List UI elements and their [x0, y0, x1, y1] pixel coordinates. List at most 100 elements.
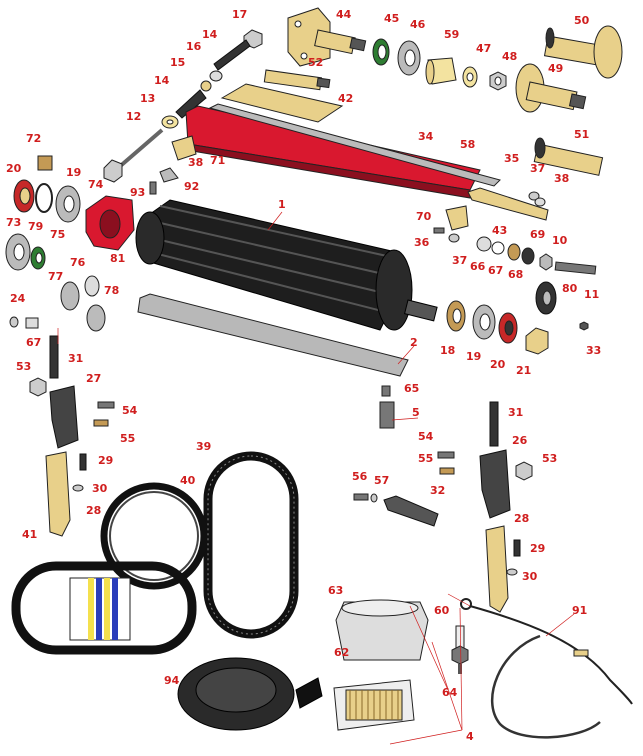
part-60-spark-plug: [451, 625, 469, 674]
label-part-17: 17: [232, 8, 247, 21]
label-part-1: 1: [278, 198, 286, 211]
label-part-2: 2: [410, 336, 418, 349]
label-part-81: 81: [110, 252, 125, 265]
label-part-36: 36: [414, 236, 430, 249]
part-72-bushing: [37, 155, 53, 171]
part-56-57-hardware: [353, 493, 378, 503]
part-5-spacer: [379, 401, 395, 429]
part-39-belt: [203, 451, 299, 639]
part-2-bedknife: [137, 293, 409, 377]
label-part-67-right: 67: [488, 264, 503, 277]
label-part-21: 21: [516, 364, 531, 377]
label-part-54-right: 54: [418, 430, 434, 443]
part-70-bracket: [445, 205, 469, 231]
part-49-flanged-shaft: [515, 63, 587, 113]
part-40-belt: [100, 482, 208, 590]
label-part-20-left: 20: [6, 162, 22, 175]
part-19-bearing-right: [472, 304, 496, 340]
label-part-52: 52: [308, 56, 323, 69]
part-24-67-spacer: [9, 316, 39, 329]
leader-lines: [57, 211, 575, 745]
part-34-bedbar: [185, 105, 481, 199]
part-91-cable: [460, 598, 633, 739]
label-part-4: 4: [466, 730, 474, 743]
label-part-49: 49: [548, 62, 563, 75]
label-part-71: 71: [210, 154, 225, 167]
part-46-bearing: [397, 40, 421, 76]
part-73-bearing: [5, 233, 31, 271]
label-part-30-right: 30: [522, 570, 538, 583]
label-part-91: 91: [572, 604, 587, 617]
label-part-80: 80: [562, 282, 578, 295]
label-part-55-right: 55: [418, 452, 433, 465]
label-part-20-right: 20: [490, 358, 506, 371]
part-41-belt: [11, 561, 197, 655]
label-part-33: 33: [586, 344, 601, 357]
label-part-50: 50: [574, 14, 590, 27]
label-part-31-right: 31: [508, 406, 523, 419]
part-31-stud-right: [489, 401, 499, 447]
label-part-41: 41: [22, 528, 37, 541]
part-14-spring-lower: [175, 89, 207, 119]
label-part-18: 18: [440, 344, 455, 357]
label-part-29-left: 29: [98, 454, 113, 467]
label-part-72: 72: [26, 132, 41, 145]
part-45-seal: [372, 38, 390, 66]
part-29-30-hardware-left: [72, 453, 87, 492]
label-part-56: 56: [352, 470, 368, 483]
part-59-bushing: [425, 57, 457, 85]
label-part-5: 5: [412, 406, 420, 419]
label-part-14-upper: 14: [202, 28, 218, 41]
label-part-40: 40: [180, 474, 196, 487]
label-part-10: 10: [552, 234, 568, 247]
part-52-pin: [263, 69, 331, 91]
label-part-27: 27: [86, 372, 101, 385]
label-part-69: 69: [530, 228, 545, 241]
part-48-nut: [489, 71, 507, 91]
part-80-bearing: [535, 281, 557, 315]
label-part-65: 65: [404, 382, 419, 395]
part-94-recoil-starter: [177, 657, 323, 731]
part-38-bracket-left: [171, 135, 197, 161]
label-part-63: 63: [328, 584, 343, 597]
label-part-19-right: 19: [466, 350, 481, 363]
label-part-34: 34: [418, 130, 434, 143]
label-part-32: 32: [430, 484, 445, 497]
part-42-plate: [220, 83, 344, 123]
label-part-75: 75: [50, 228, 65, 241]
part-14-spring-upper: [213, 39, 251, 71]
label-part-15: 15: [170, 56, 185, 69]
label-part-66: 66: [470, 260, 486, 273]
label-part-79: 79: [28, 220, 43, 233]
label-part-24: 24: [10, 292, 26, 305]
part-15-washer: [200, 80, 212, 92]
part-20-seal-left: [13, 179, 35, 213]
part-13-washer: [161, 115, 179, 129]
label-part-93: 93: [130, 186, 145, 199]
label-part-46: 46: [410, 18, 426, 31]
part-53-nut-left: [29, 377, 47, 397]
part-47-washer: [462, 66, 478, 88]
label-part-67-left: 67: [26, 336, 41, 349]
label-part-62: 62: [334, 646, 349, 659]
label-part-64: 64: [442, 686, 458, 699]
label-part-19-left: 19: [66, 166, 81, 179]
label-part-28-left: 28: [86, 504, 101, 517]
label-part-11: 11: [584, 288, 599, 301]
label-part-59: 59: [444, 28, 459, 41]
part-50-flanged-shaft: [543, 25, 623, 79]
part-53-nut-right: [515, 461, 533, 481]
label-part-60: 60: [434, 604, 450, 617]
label-part-35: 35: [504, 152, 519, 165]
part-58-knife: [208, 103, 501, 187]
label-part-29-right: 29: [530, 542, 545, 555]
label-part-38-left: 38: [188, 156, 203, 169]
label-part-55-left: 55: [120, 432, 135, 445]
part-labels: 1 2 4 5 10 11 12 13 14 14 15 16 17 18 19…: [6, 8, 601, 743]
label-part-37-left: 37: [452, 254, 467, 267]
label-part-45: 45: [384, 12, 399, 25]
label-part-44: 44: [336, 8, 352, 21]
part-31-stud-left: [49, 335, 59, 379]
label-part-76: 76: [70, 256, 86, 269]
part-32-lever: [383, 495, 439, 527]
